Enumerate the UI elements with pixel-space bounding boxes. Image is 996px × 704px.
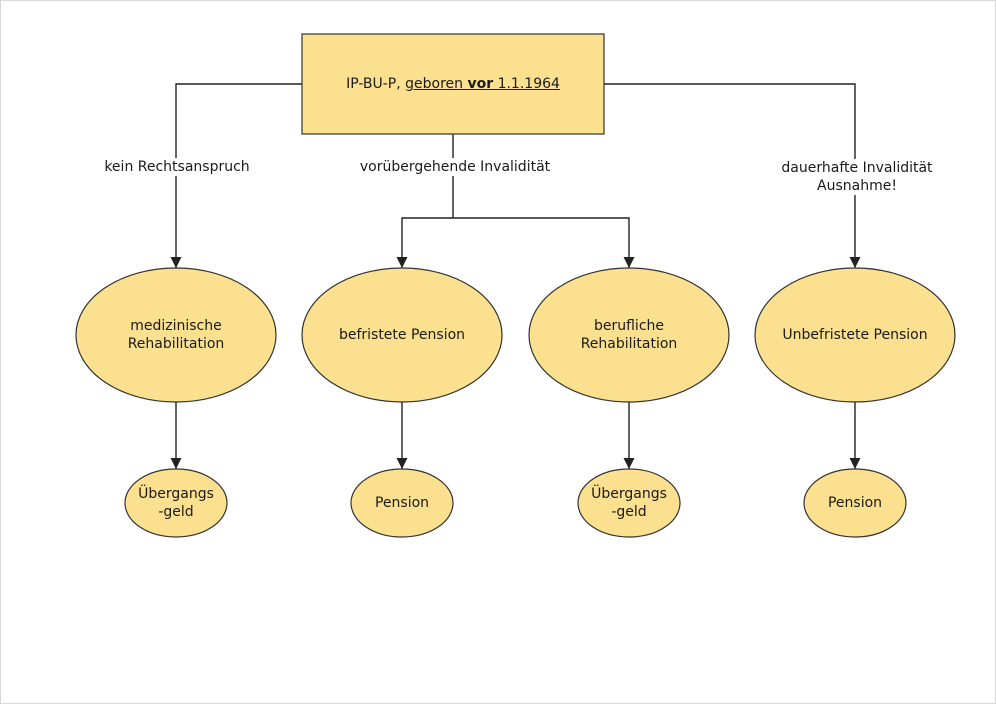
root-geboren: geboren [405,76,464,92]
ellipse-pension-1 [350,468,454,538]
label-befristet-line: befristete Pension [338,327,466,343]
edge-split-to-befristet [396,217,453,268]
ellipse-pension-2 [803,468,907,538]
root-label: IP-BU-P, geboren vor 1.1.1964 [302,34,604,134]
label-unbefristete-pension: Unbefristete Pension [765,300,945,370]
label-pension-2: Pension [810,478,900,528]
root-vor: vor [467,76,494,92]
label-ueb2-line1: Übergangs [591,486,667,502]
label-ueb1-line2: -geld [158,504,194,520]
root-date: 1.1.1964 [493,76,560,92]
edge-label-dauerhafte-invaliditaet: dauerhafte Invalidität Ausnahme! [772,159,942,195]
label-befristete-pension: befristete Pension [312,300,492,370]
edge-root-to-med-rehab [170,83,302,268]
label-berufliche-rehabilitation: berufliche Rehabilitation [539,300,719,370]
label-uebergangsgeld-1: Übergangs -geld [131,478,221,528]
ellipse-berufliche-rehabilitation [528,267,730,403]
ellipse-unbefristete-pension [754,267,956,403]
root-prefix: IP-BU-P, [346,76,406,92]
label-pension-1: Pension [357,478,447,528]
ellipse-befristete-pension [301,267,503,403]
label-med-line2: Rehabilitation [127,336,225,352]
root-label-line: IP-BU-P, geboren vor 1.1.1964 [346,75,560,93]
label-med-line1: medizinische [130,318,222,334]
edge-label-voruebergehende-invaliditaet: vorübergehende Invalidität [352,158,558,176]
label-uebergangsgeld-2: Übergangs -geld [584,478,674,528]
label-ueb2-line2: -geld [611,504,647,520]
ellipse-uebergangsgeld-1 [124,468,228,538]
label-unbefristet-line: Unbefristete Pension [782,327,928,343]
label-pension1-line: Pension [374,495,430,511]
edge-root-to-unbefristet [604,83,861,268]
edge-label-kein-rechtsanspruch: kein Rechtsanspruch [96,158,258,176]
label-pension2-line: Pension [827,495,883,511]
ellipse-uebergangsgeld-2 [577,468,681,538]
root-box [301,33,605,135]
edge-label-dauerhafte-line2: Ausnahme! [817,178,897,194]
label-beruf-line1: berufliche [593,318,665,334]
edge-split-to-beruf-rehab [453,217,635,268]
label-medizinische-rehabilitation: medizinische Rehabilitation [86,300,266,370]
ellipse-medizinische-rehabilitation [75,267,277,403]
label-ueb1-line1: Übergangs [138,486,214,502]
edge-label-dauerhafte-line1: dauerhafte Invalidität [781,160,933,176]
label-beruf-line2: Rehabilitation [580,336,678,352]
